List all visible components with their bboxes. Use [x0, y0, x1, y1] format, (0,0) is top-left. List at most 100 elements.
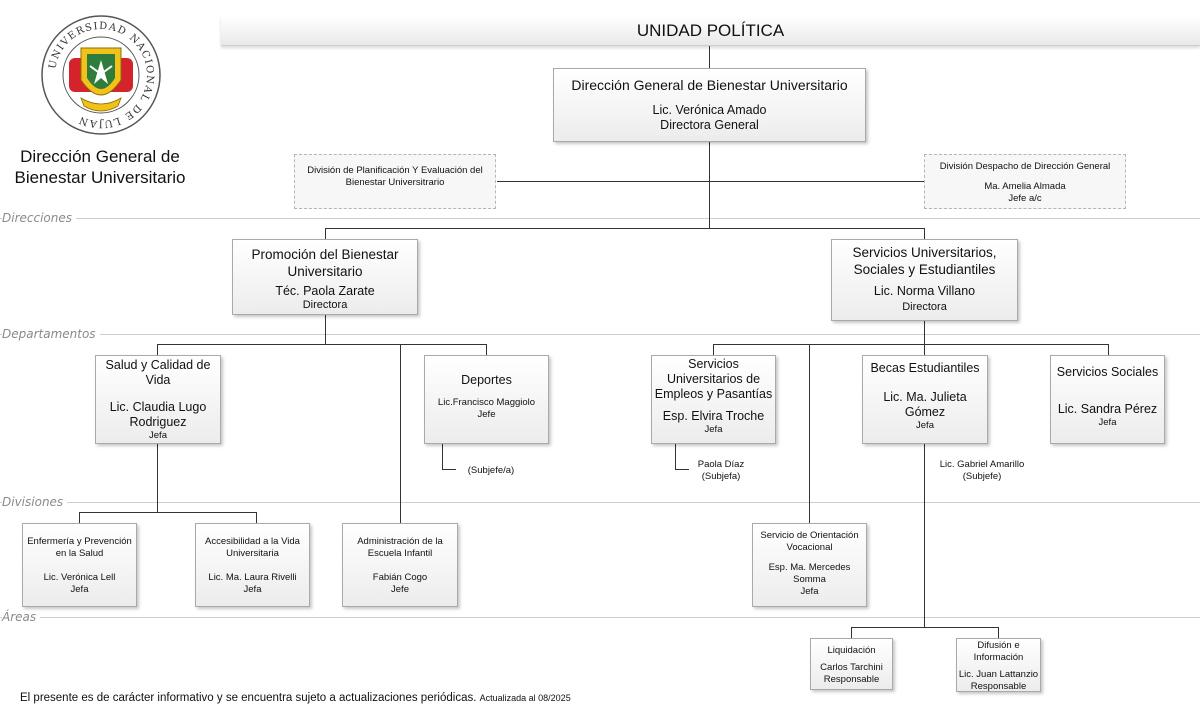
- subjefe-deportes: (Subjefe/a): [467, 465, 515, 476]
- level-guide-departamentos: [0, 334, 1200, 335]
- connector: [400, 344, 401, 523]
- box-title: Dirección General de Bienestar Universit…: [571, 77, 848, 93]
- university-logo: UNIVERSIDAD NACIONAL DE LUJAN: [40, 14, 162, 136]
- connector: [675, 469, 689, 470]
- connector: [998, 627, 999, 638]
- org-box-empleos-pasantias[interactable]: Servicios Universitarios de Empleos y Pa…: [651, 355, 776, 444]
- box-role: Directora: [302, 299, 348, 311]
- box-person: Téc. Paola Zarate: [275, 284, 375, 298]
- box-role: Directora General: [660, 118, 759, 132]
- footer-updated: Actualizada al 08/2025: [479, 693, 571, 703]
- box-person: Lic. Verónica Lell: [43, 572, 116, 583]
- org-box-difusion-informacion[interactable]: Difusión e Información Lic. Juan Lattanz…: [956, 638, 1041, 692]
- footer-note: El presente es de carácter informativo y…: [20, 692, 571, 704]
- box-title: Universitario: [287, 264, 363, 279]
- subjefe-becas: Lic. Gabriel Amarillo (Subjefe): [939, 459, 1025, 482]
- connector: [79, 512, 257, 513]
- box-role: Jefa: [149, 430, 167, 441]
- level-label-areas: Áreas: [2, 610, 41, 624]
- connector: [442, 469, 456, 470]
- box-title: Universitarios de: [666, 372, 761, 386]
- connector: [325, 228, 326, 239]
- org-box-direccion-general[interactable]: Dirección General de Bienestar Universit…: [553, 68, 866, 142]
- box-person: Carlos Tarchini: [820, 662, 883, 673]
- connector: [713, 344, 1109, 345]
- box-title: Becas Estudiantiles: [870, 361, 980, 375]
- box-person: Lic. Verónica Amado: [652, 103, 767, 117]
- box-title: Promoción del Bienestar: [251, 247, 399, 262]
- box-title: Difusión e: [977, 640, 1020, 651]
- box-title: Escuela Infantil: [367, 548, 433, 559]
- box-person: Lic. Ma. Laura Rivelli: [208, 572, 297, 583]
- box-role: Responsable: [970, 681, 1027, 692]
- box-person: Ma. Amelia Almada: [984, 181, 1066, 192]
- connector: [709, 46, 710, 68]
- organization-name: Dirección General de Bienestar Universit…: [14, 147, 186, 187]
- org-box-deportes[interactable]: Deportes Lic.Francisco Maggiolo Jefe: [424, 355, 549, 444]
- connector: [442, 444, 443, 470]
- connector: [851, 627, 852, 638]
- connector: [79, 512, 80, 523]
- org-box-promocion-bienestar[interactable]: Promoción del Bienestar Universitario Té…: [232, 239, 418, 315]
- box-title: Deportes: [461, 373, 512, 387]
- box-person: Somma: [793, 574, 826, 585]
- box-person: Rodriguez: [129, 415, 187, 429]
- box-title: Salud y Calidad de: [105, 358, 211, 372]
- connector: [486, 344, 487, 355]
- box-title: Universitaria: [226, 548, 279, 559]
- org-box-servicios-sociales[interactable]: Servicios Sociales Lic. Sandra Pérez Jef…: [1050, 355, 1165, 444]
- box-title: División Despacho de Dirección General: [939, 161, 1111, 172]
- box-title: Bienestar Universitrario: [345, 177, 445, 188]
- org-box-servicios-universitarios[interactable]: Servicios Universitarios, Sociales y Est…: [831, 239, 1018, 321]
- box-title: Vida: [145, 373, 171, 387]
- university-seal-icon: UNIVERSIDAD NACIONAL DE LUJAN: [41, 15, 161, 135]
- connector: [325, 314, 326, 344]
- box-person: Lic. Juan Lattanzio: [958, 669, 1039, 680]
- org-box-escuela-infantil[interactable]: Administración de la Escuela Infantil Fa…: [342, 523, 458, 607]
- org-box-liquidacion[interactable]: Liquidación Carlos Tarchini Responsable: [810, 638, 893, 690]
- box-role: Jefa: [1098, 417, 1117, 428]
- box-role: Jefe a/c: [1008, 193, 1042, 204]
- box-role: Jefe: [477, 409, 496, 420]
- connector: [924, 344, 925, 627]
- box-title: Liquidación: [827, 645, 876, 656]
- box-title: en la Salud: [55, 548, 104, 559]
- connector: [157, 344, 486, 345]
- box-title: Información: [973, 652, 1024, 663]
- level-guide-direcciones: [0, 218, 1200, 219]
- box-person: Esp. Elvira Troche: [662, 409, 765, 423]
- connector: [709, 141, 710, 229]
- box-person: Lic. Claudia Lugo: [109, 400, 207, 414]
- org-box-enfermeria-prevencion[interactable]: Enfermería y Prevención en la Salud Lic.…: [22, 523, 137, 607]
- box-role: Jefa: [916, 420, 934, 431]
- box-title: Empleos y Pasantías: [654, 387, 773, 401]
- level-label-divisiones: Divisiones: [2, 495, 68, 509]
- box-title: Servicios Universitarios,: [852, 245, 997, 260]
- connector: [924, 320, 925, 344]
- box-title: División de Planificación Y Evaluación d…: [307, 165, 483, 176]
- box-person: Lic. Ma. Julieta: [883, 390, 967, 404]
- org-box-becas-estudiantiles[interactable]: Becas Estudiantiles Lic. Ma. Julieta Góm…: [862, 355, 988, 444]
- header-banner: UNIDAD POLÍTICA: [221, 16, 1200, 46]
- level-guide-areas: [0, 617, 1200, 618]
- box-title: Sociales y Estudiantiles: [853, 262, 996, 277]
- connector: [325, 228, 925, 229]
- org-box-accesibilidad[interactable]: Accesibilidad a la Vida Universitaria Li…: [195, 523, 310, 607]
- box-person: Lic. Norma Villano: [873, 284, 976, 298]
- box-person: Lic.Francisco Maggiolo: [437, 397, 536, 408]
- box-person: Lic. Sandra Pérez: [1057, 402, 1158, 416]
- org-box-despacho[interactable]: División Despacho de Dirección General M…: [924, 154, 1126, 209]
- box-role: Jefa: [243, 584, 262, 595]
- level-guide-divisiones: [0, 502, 1200, 503]
- org-box-orientacion-vocacional[interactable]: Servicio de Orientación Vocacional Esp. …: [752, 523, 867, 607]
- box-title: Servicio de Orientación: [760, 530, 859, 541]
- org-box-salud-calidad-vida[interactable]: Salud y Calidad de Vida Lic. Claudia Lug…: [95, 355, 221, 444]
- org-box-planificacion[interactable]: División de Planificación Y Evaluación d…: [294, 154, 496, 209]
- box-role: Jefa: [704, 424, 723, 435]
- box-role: Directora: [902, 301, 947, 313]
- connector: [851, 627, 999, 628]
- connector: [157, 444, 158, 512]
- connector: [924, 228, 925, 239]
- box-title: Servicios: [688, 357, 739, 371]
- box-role: Jefa: [800, 586, 819, 597]
